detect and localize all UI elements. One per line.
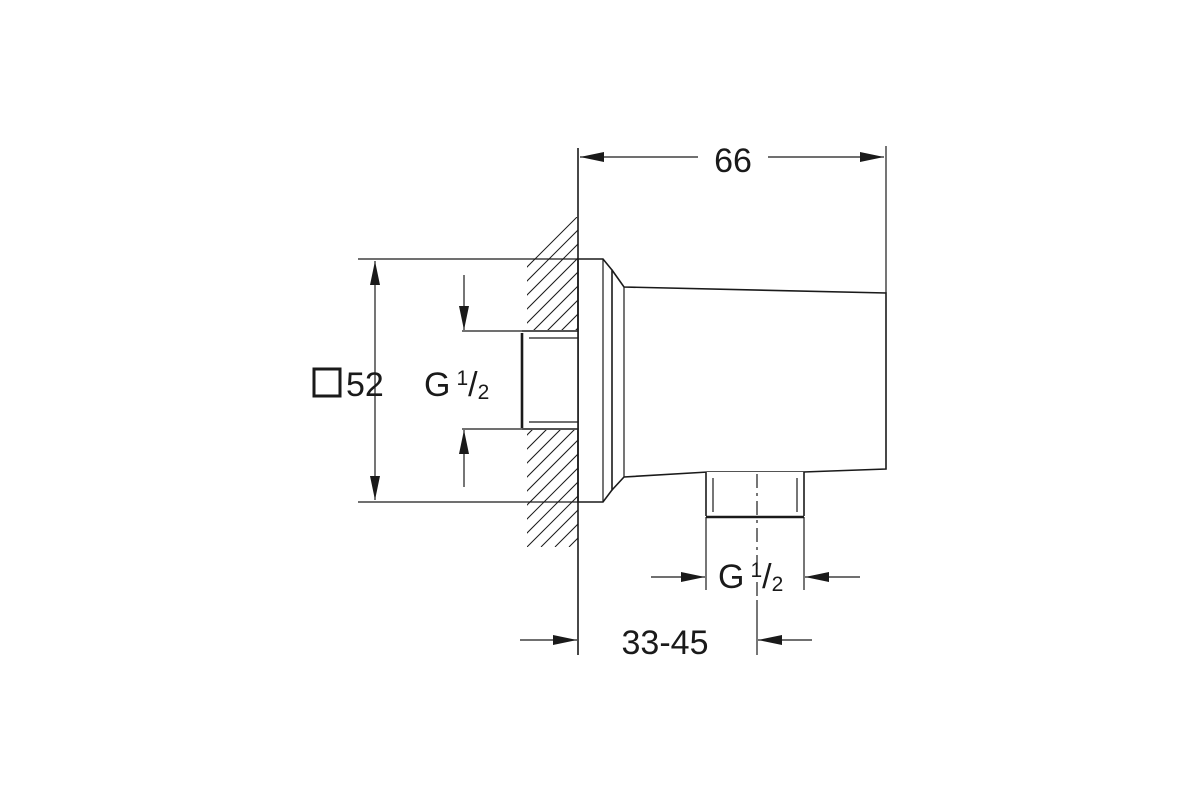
- dimension-offset: [520, 600, 812, 655]
- dimension-square-label: 52: [346, 366, 384, 404]
- dimension-outlet-thread: [651, 517, 860, 590]
- square-symbol-icon: [312, 367, 342, 398]
- inlet-nipple: [520, 330, 578, 430]
- outlet-nipple: [705, 472, 805, 600]
- dimension-width: [580, 146, 887, 293]
- elbow-body: [611, 269, 887, 491]
- wall-flange: [577, 258, 613, 503]
- dimension-offset-label: 33-45: [622, 624, 709, 662]
- dimension-width-label: 66: [714, 142, 752, 180]
- dimension-inlet-thread: [459, 275, 522, 487]
- dimension-square: [312, 258, 578, 503]
